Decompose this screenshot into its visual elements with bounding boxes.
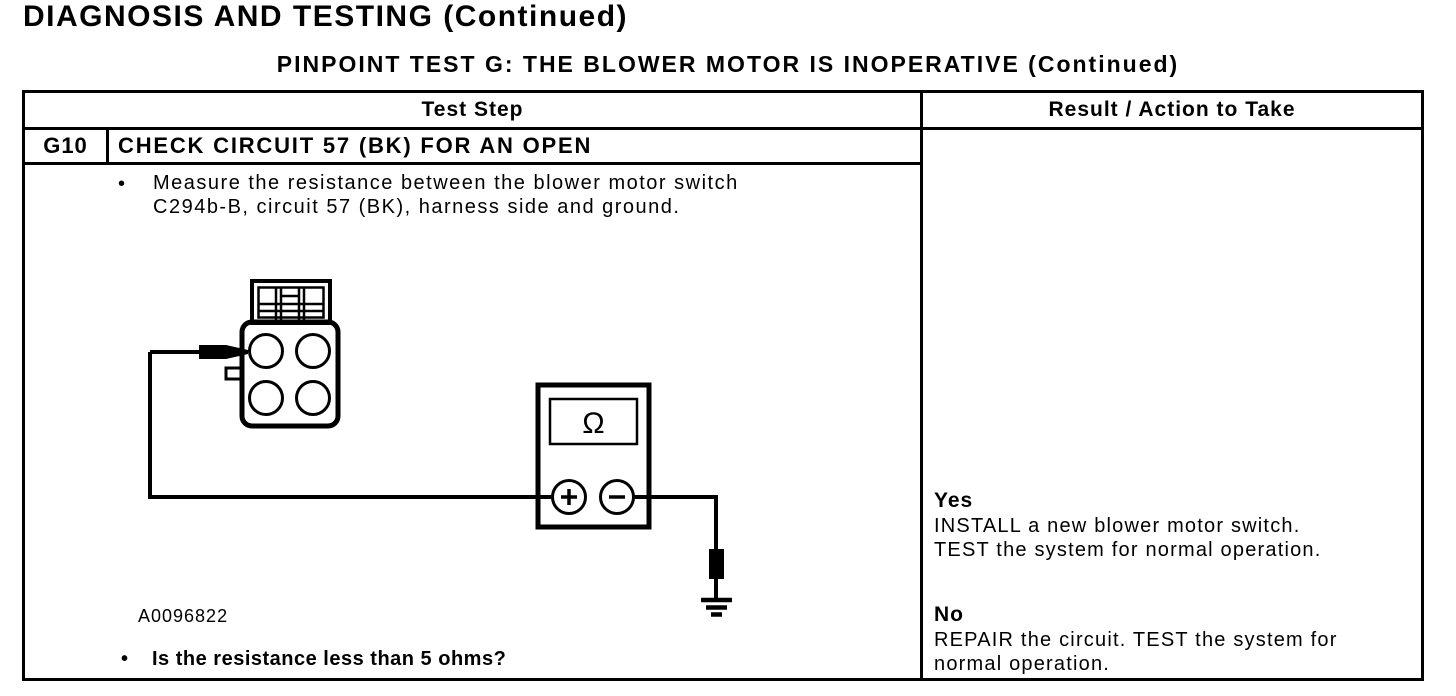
ground-icon [701, 597, 732, 617]
no-action-line-2: normal operation. [934, 653, 1111, 675]
result-action-column: Result / Action to Take Yes INSTALL a ne… [923, 93, 1421, 678]
test-step-column: Test Step G10 CHECK CIRCUIT 57 (BK) FOR … [25, 93, 923, 678]
positive-lead-wire [148, 352, 552, 499]
test-step-header: Test Step [25, 93, 920, 130]
bullet-icon: • [121, 648, 129, 670]
step-id: G10 [25, 130, 109, 162]
ohm-symbol: Ω [582, 407, 604, 440]
page-title: DIAGNOSIS AND TESTING (Continued) [23, 0, 629, 33]
figure-id: A0096822 [138, 606, 228, 626]
no-label: No [934, 603, 964, 626]
yes-label: Yes [934, 489, 974, 512]
yes-action-line-1: INSTALL a new blower motor switch. [934, 515, 1301, 537]
instruction-line-2: C294b-B, circuit 57 (BK), harness side a… [153, 196, 681, 218]
bullet-icon: • [118, 173, 127, 195]
connector-body [224, 319, 341, 429]
no-action-line-1: REPAIR the circuit. TEST the system for [934, 629, 1338, 651]
connector-cap [250, 279, 332, 325]
step-title: CHECK CIRCUIT 57 (BK) FOR AN OPEN [118, 133, 593, 158]
step-question: • Is the resistance less than 5 ohms? [121, 648, 507, 670]
test-step-content-cell: • Measure the resistance between the blo… [25, 165, 920, 672]
pinpoint-test-table: Test Step G10 CHECK CIRCUIT 57 (BK) FOR … [22, 90, 1424, 681]
positive-probe-icon [150, 345, 248, 359]
yes-action-line-2: TEST the system for normal operation. [934, 539, 1322, 561]
negative-lead-wire [634, 495, 718, 599]
step-title-row: G10 CHECK CIRCUIT 57 (BK) FOR AN OPEN [25, 130, 920, 165]
connector-side-tab [224, 366, 244, 381]
instruction-line-1: Measure the resistance between the blowe… [153, 172, 739, 194]
instruction-text: • Measure the resistance between the blo… [118, 171, 739, 219]
no-result-block: No REPAIR the circuit. TEST the system f… [934, 602, 1338, 676]
circuit-test-diagram: Ω [138, 279, 732, 626]
negative-probe-icon [709, 549, 724, 579]
result-action-header: Result / Action to Take [923, 93, 1421, 130]
yes-result-block: Yes INSTALL a new blower motor switch. T… [934, 488, 1322, 562]
result-action-cell: Yes INSTALL a new blower motor switch. T… [923, 130, 1421, 675]
ohmmeter-icon: Ω [535, 382, 652, 530]
pinpoint-test-subtitle: PINPOINT TEST G: THE BLOWER MOTOR IS INO… [276, 51, 1180, 77]
